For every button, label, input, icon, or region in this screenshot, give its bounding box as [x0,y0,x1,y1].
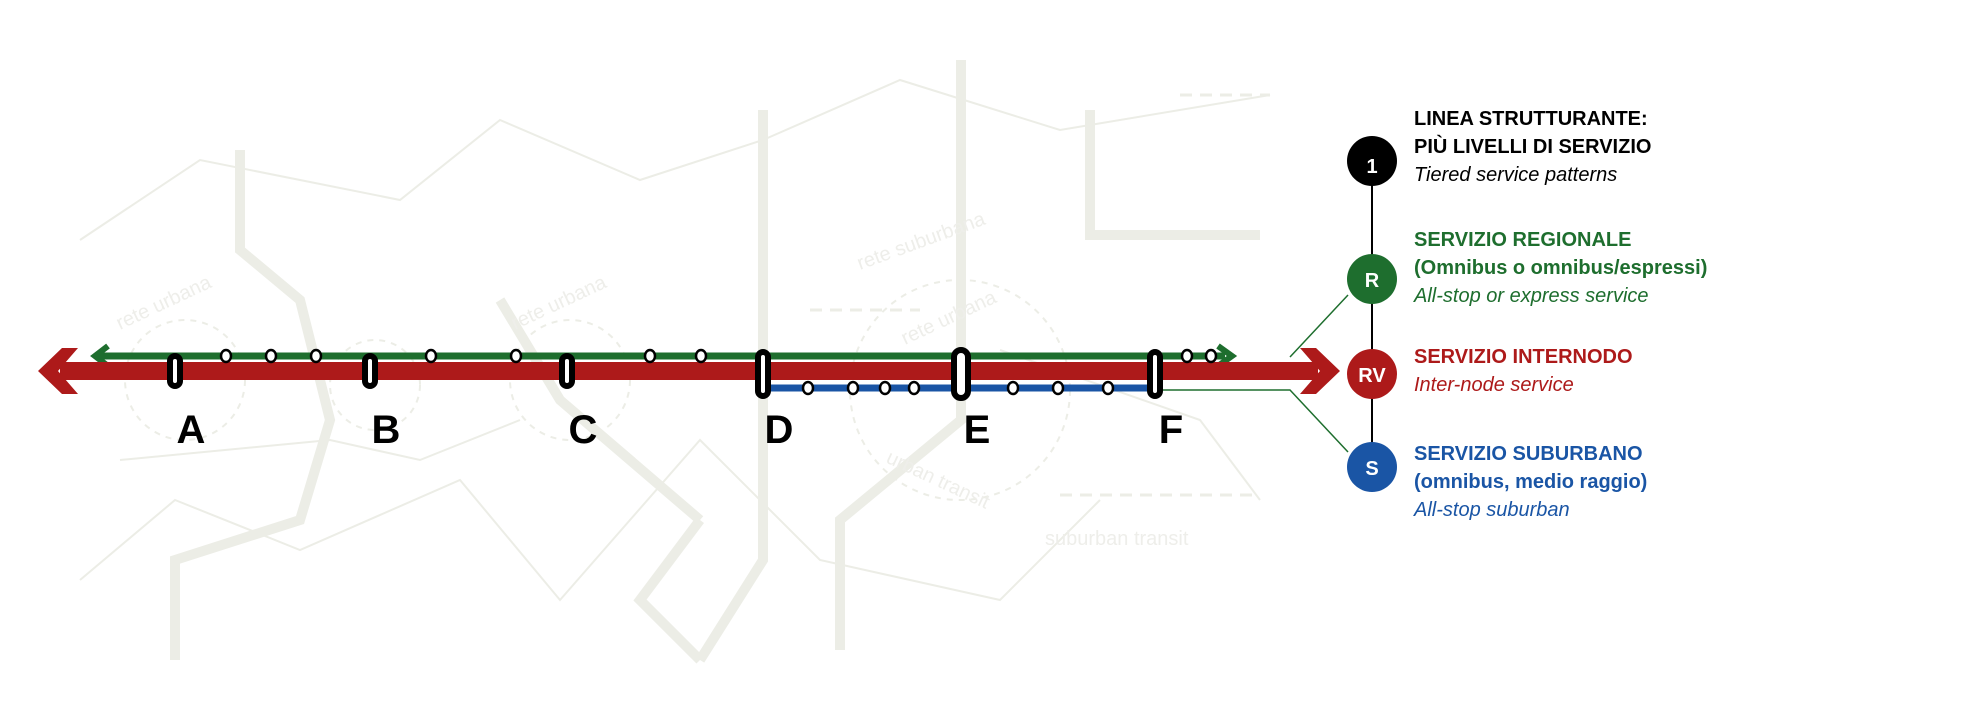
regional-stop [219,348,233,364]
legend-badge [1347,442,1397,492]
legend-connector-suburban [1155,389,1349,453]
station-label-c: C [569,408,598,452]
legend-item: R SERVIZIO REGIONALE (Omnibus o omnibus/es… [1347,229,1707,307]
regional-stop [1204,348,1218,364]
regional-stop [694,348,708,364]
regional-stop [509,348,523,364]
legend: 1 LINEA STRUTTURANTE: PIÙ LIVELLI DI SERVI… [1347,108,1707,521]
suburban-stop [801,380,815,396]
regional-stop [309,348,323,364]
bg-label-suburban: rete suburbana [854,208,989,275]
suburban-stop [907,380,921,396]
legend-item: RV SERVIZIO INTERNODO Inter-node service [1347,346,1633,399]
internode-arrow-left [38,348,78,394]
suburban-stop [1006,380,1020,396]
legend-title: SERVIZIO REGIONALE [1414,229,1631,251]
regional-stop [643,348,657,364]
legend-badge-label: RV [1358,365,1386,387]
legend-title: SERVIZIO SUBURBANO [1414,443,1643,465]
legend-title: LINEA STRUTTURANTE: [1414,108,1648,130]
suburban-stop [846,380,860,396]
intermediate-stops [219,348,1218,396]
legend-badge-label: S [1365,458,1378,480]
station-label-f: F [1159,408,1183,452]
legend-title: PIÙ LIVELLI DI SERVIZIO [1414,134,1651,158]
station-node-b [362,353,378,389]
bg-label-urban-a: rete urbana [113,271,216,335]
regional-stop [424,348,438,364]
stations: A B C D E F [167,347,1183,452]
internode-arrow-right [1300,348,1340,394]
legend-connector-regional [1289,294,1349,358]
legend-subtitle: (Omnibus o omnibus/espressi) [1414,257,1707,279]
legend-badge [1347,349,1397,399]
legend-english: All-stop suburban [1413,499,1570,521]
legend-english: Inter-node service [1414,374,1574,396]
station-node-d [755,349,771,399]
station-label-b: B [372,408,401,452]
station-node-a [167,353,183,389]
station-label-a: A [177,408,206,452]
station-node-f [1147,349,1163,399]
legend-english: Tiered service patterns [1414,164,1617,186]
station-node-e [951,347,971,401]
background-network: rete urbana rete urbana rete urbana rete… [79,60,1271,664]
suburban-stop [1051,380,1065,396]
station-node-c [559,353,575,389]
legend-badge-label: 1 [1366,156,1377,178]
legend-item: S SERVIZIO SUBURBANO (omnibus, medio raggi… [1347,442,1647,521]
bg-label-urban-c: rete urbana [508,271,611,335]
regional-stop [1180,348,1194,364]
legend-title: SERVIZIO INTERNODO [1414,346,1633,368]
station-label-d: D [765,408,794,452]
bg-label-suburban-transit: suburban transit [1045,528,1189,550]
suburban-stop [1101,380,1115,396]
suburban-stop [878,380,892,396]
bg-label-urban-transit: urban transit [883,447,993,514]
station-label-e: E [964,408,991,452]
regional-stop [264,348,278,364]
bg-label-urban-e: rete urbana [898,286,1001,350]
legend-badge [1347,254,1397,304]
legend-subtitle: (omnibus, medio raggio) [1414,471,1647,493]
legend-badge [1347,136,1397,186]
legend-badge-label: R [1365,270,1380,292]
legend-english: All-stop or express service [1413,285,1649,307]
legend-item: 1 LINEA STRUTTURANTE: PIÙ LIVELLI DI SERVI… [1347,108,1651,186]
